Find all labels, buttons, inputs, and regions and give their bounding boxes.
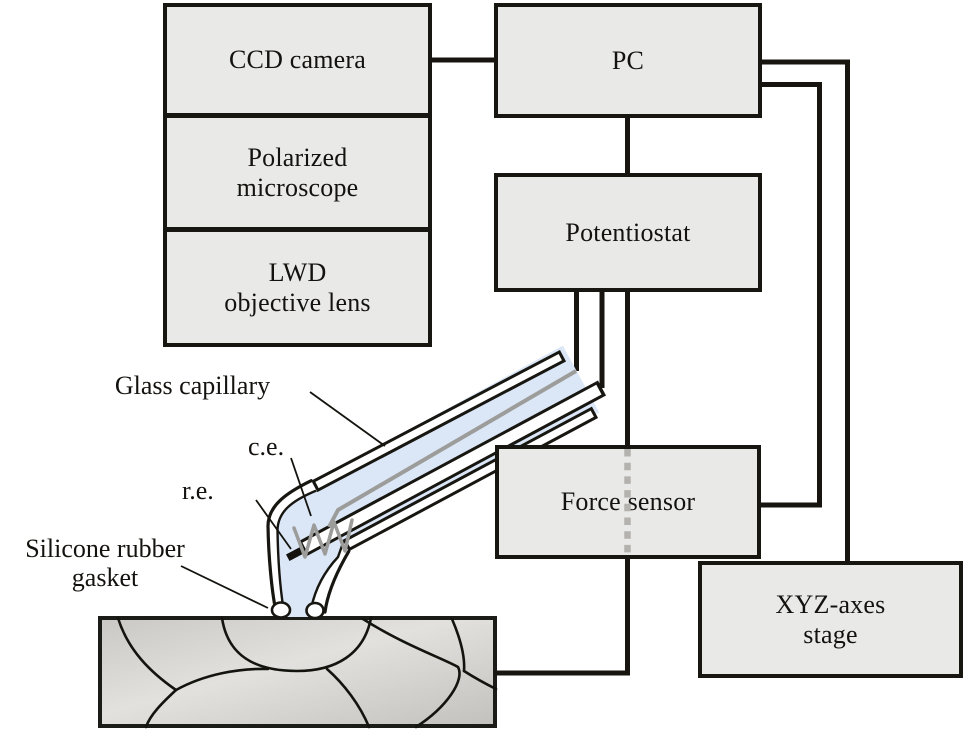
wires [430,57,850,676]
leader-glass-capillary [309,391,386,447]
lwd-lens-label-line2: objective lens [224,287,371,317]
box-polarized-microscope: Polarized microscope [163,114,432,231]
pc-label: PC [611,45,645,75]
sample-block [98,616,498,729]
potentiostat-label: Potentiostat [565,217,691,247]
glass-capillary-drawing [266,345,607,620]
xyz-stage-label-line1: XYZ-axes [775,589,886,619]
grain-boundaries [116,616,498,729]
force-sensor-label: Force sensor [560,487,696,516]
leader-gasket [180,565,269,609]
counter-electrode-coil [292,518,354,559]
leader-re [255,499,292,550]
silicone-gasket-label-line1: Silicone rubber [25,534,185,563]
gasket-right [305,601,325,620]
polarized-microscope-label-line1: Polarized [247,142,348,172]
capillary-electrolyte [311,345,600,550]
lwd-lens-label-line1: LWD [268,257,327,287]
box-potentiostat: Potentiostat [494,173,762,292]
leader-lines [180,391,386,609]
glass-capillary-label: Glass capillary [114,371,271,400]
silicone-gasket-label: Silicone rubber gasket [0,534,210,592]
leader-ce [290,457,312,517]
box-pc: PC [494,3,762,118]
capillary-bottom-wall [346,410,594,548]
box-lwd-objective-lens: LWD objective lens [163,228,432,347]
ccd-camera-label: CCD camera [228,45,366,74]
gasket-left [270,601,292,619]
reference-electrode-label: r.e. [182,476,214,505]
box-force-sensor: Force sensor [495,445,761,559]
wire-pc-to-force-sensor [760,82,822,508]
inner-tube [302,384,602,553]
polarized-microscope-label-line2: microscope [236,172,359,202]
counter-electrode-wire [327,369,578,528]
wire-pc-to-xyz-stage [760,59,850,563]
box-ccd-camera: CCD camera [163,3,432,117]
silicone-gasket-label-line2: gasket [71,563,139,592]
counter-electrode-label: c.e. [248,432,285,461]
xyz-stage-label-line2: stage [803,619,858,649]
box-xyz-stage: XYZ-axes stage [698,561,963,678]
wire-to-sample [494,557,630,676]
capillary-top-wall [315,354,562,489]
